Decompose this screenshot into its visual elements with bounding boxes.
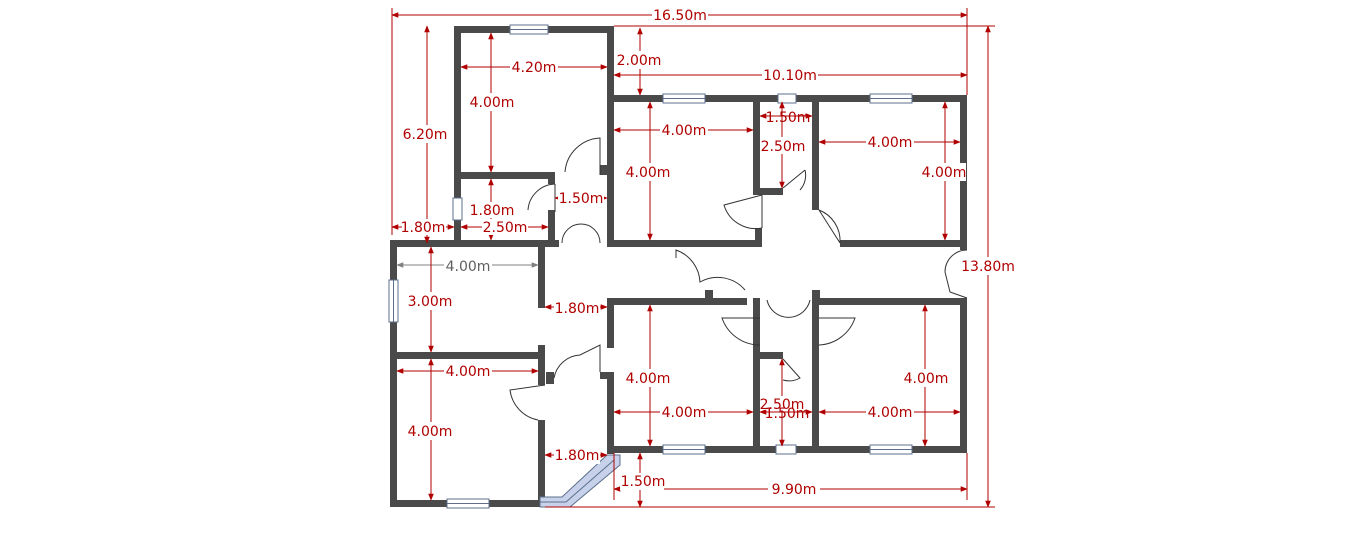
- label-corner-offset: 1.50m: [621, 474, 666, 490]
- label-bath-top-width: 1.50m: [766, 110, 811, 126]
- door-bath-top: [782, 169, 807, 191]
- label-room-g-width: 4.00m: [868, 405, 913, 421]
- door-corridor-top: [561, 223, 601, 244]
- label-overall-depth: 13.80m: [961, 259, 1015, 275]
- label-corridor-mid: 1.80m: [555, 301, 600, 317]
- label-small-room-width: 2.50m: [483, 220, 528, 236]
- door-exterior-right: [944, 249, 968, 299]
- label-room-g-depth: 4.00m: [904, 371, 949, 387]
- label-right-block-width: 10.10m: [763, 68, 817, 84]
- dimension-labels: 16.50m 13.80m 6.20m 2.00m 10.10m 4.20m 4…: [401, 6, 1016, 498]
- door-bath-bottom: [782, 358, 801, 382]
- label-bath-top-depth: 2.50m: [761, 139, 806, 155]
- door-room-f: [721, 317, 761, 346]
- door-room-b: [723, 194, 763, 230]
- door-hall-left: [675, 249, 746, 291]
- label-room-e-depth: 4.00m: [408, 424, 453, 440]
- label-top-offset: 2.00m: [617, 53, 662, 69]
- label-corridor-left: 1.80m: [401, 220, 446, 236]
- doors: [509, 137, 968, 421]
- door-hall-arch: [766, 299, 811, 318]
- door-room-c: [818, 209, 841, 244]
- label-room-a-width: 4.20m: [512, 60, 557, 76]
- window-bath-top: [777, 93, 797, 104]
- label-bath-bottom-depth: 2.50m: [760, 397, 805, 413]
- label-corridor-bottom: 1.80m: [555, 448, 600, 464]
- label-overall-width: 16.50m: [653, 8, 707, 24]
- door-room-g: [818, 317, 856, 346]
- label-left-depth-upper: 6.20m: [403, 127, 448, 143]
- label-room-c-depth: 4.00m: [922, 165, 967, 181]
- label-door-gap: 1.50m: [559, 191, 604, 207]
- label-room-d-depth: 3.00m: [408, 294, 453, 310]
- windows: [388, 24, 913, 509]
- label-bath-bottom-width: 1.50m: [765, 406, 810, 422]
- window-small-room: [452, 197, 463, 221]
- label-room-a-depth: 4.00m: [470, 95, 515, 111]
- label-room-e-width: 4.00m: [446, 364, 491, 380]
- door-small-room: [527, 183, 556, 212]
- label-small-room-depth: 1.80m: [470, 203, 515, 219]
- label-room-f-width: 4.00m: [662, 405, 707, 421]
- label-room-f-depth: 4.00m: [626, 371, 671, 387]
- door-room-a: [564, 137, 601, 175]
- door-corridor-left: [553, 344, 601, 379]
- label-room-d-width: 4.00m: [446, 259, 491, 275]
- door-room-e: [509, 384, 546, 421]
- label-room-c-width: 4.00m: [868, 135, 913, 151]
- label-bottom-block-width: 9.90m: [772, 482, 817, 498]
- label-room-b-width: 4.00m: [662, 123, 707, 139]
- label-room-b-depth: 4.00m: [626, 165, 671, 181]
- window-bath-bottom: [775, 444, 797, 455]
